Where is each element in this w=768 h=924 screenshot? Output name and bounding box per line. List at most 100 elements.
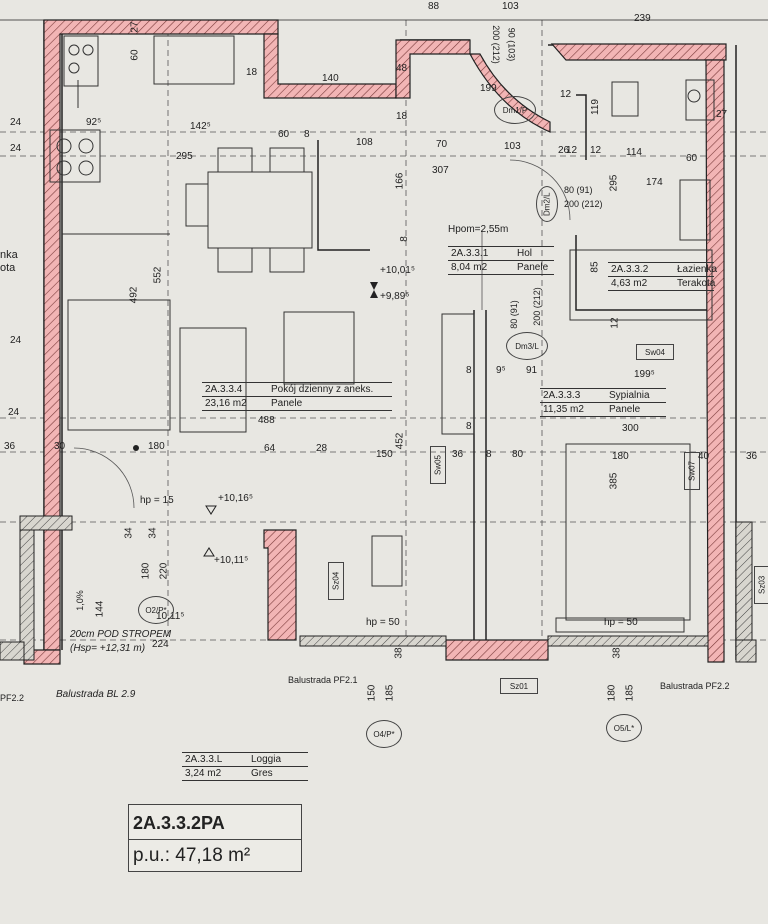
dimension-label: 92⁵ bbox=[86, 117, 102, 128]
room-finish: Gres bbox=[251, 768, 273, 779]
room-area: 8,04 m2 bbox=[451, 262, 488, 273]
dimension-label: 12 bbox=[590, 145, 602, 156]
dimension-label: 307 bbox=[432, 165, 449, 176]
dimension-label: 174 bbox=[646, 177, 663, 188]
apartment-title-box: 2A.3.3.2PA p.u.: 47,18 m² bbox=[128, 804, 302, 872]
elevation-label: +10,01⁵ bbox=[380, 265, 416, 276]
door-swings bbox=[73, 159, 571, 509]
dimension-label: 142⁵ bbox=[190, 121, 211, 132]
room-name: Sypialnia bbox=[609, 390, 650, 401]
dimension-label: 60 bbox=[686, 153, 698, 164]
hp-label: hp = 50 bbox=[366, 617, 400, 628]
dimension-label: 70 bbox=[436, 139, 448, 150]
elevation-label: +10,11⁵ bbox=[214, 555, 249, 566]
elevation-label: +10,16⁵ bbox=[218, 493, 254, 504]
door-dimension: 80 (91) bbox=[564, 185, 593, 195]
dimension-label: 27 bbox=[716, 109, 728, 120]
door-dimension: 90 (103) bbox=[506, 27, 517, 62]
dimension-label: 24 bbox=[10, 143, 22, 154]
dimension-label: 180 bbox=[606, 684, 618, 702]
dimension-label: 24 bbox=[8, 407, 20, 418]
dimension-label: 220 bbox=[158, 562, 170, 580]
dimension-label: 224 bbox=[152, 639, 169, 650]
window-tag-o5: O5/L* bbox=[606, 714, 642, 742]
title-divider bbox=[129, 839, 301, 840]
dimension-label: 34 bbox=[123, 527, 135, 539]
dining-table bbox=[185, 147, 313, 273]
parapet-walls bbox=[0, 515, 757, 663]
dimension-label: 91 bbox=[526, 365, 538, 376]
dimension-label: 488 bbox=[258, 415, 275, 426]
room-name: Łazienka bbox=[677, 264, 718, 275]
dimension-label: 36 bbox=[452, 449, 464, 460]
window-tag-sz03: Sz03 bbox=[754, 566, 768, 604]
dimension-label: 85 bbox=[589, 261, 601, 273]
dimension-label: 60 bbox=[278, 129, 290, 140]
bed bbox=[555, 443, 691, 633]
door-dimension: 200 (212) bbox=[490, 25, 501, 64]
hp-label: hp = 50 bbox=[604, 617, 638, 628]
dimension-label: 8 bbox=[304, 129, 310, 140]
dimension-label: 64 bbox=[264, 443, 276, 454]
room-label-sypialnia: 2A.3.3.3 Sypialnia 11,35 m2 Panele bbox=[540, 388, 666, 417]
dimension-label: 150 bbox=[366, 684, 378, 702]
area-value: 47,18 m² bbox=[175, 845, 251, 866]
dimension-label: 103 bbox=[502, 1, 519, 12]
door-tag-dm3: Dm3/L bbox=[506, 332, 548, 360]
dimension-label: 166 bbox=[394, 172, 406, 190]
dimension-label: 185 bbox=[384, 684, 396, 702]
dimension-label: 18 bbox=[396, 111, 408, 122]
dimension-label: 150 bbox=[376, 449, 393, 460]
railing-label: Balustrada PF2.1 bbox=[288, 675, 358, 685]
room-code: 2A.3.3.3 bbox=[543, 390, 581, 401]
living-furniture bbox=[67, 299, 475, 587]
window-tag-sw04: Sw04 bbox=[636, 344, 674, 360]
room-finish: Panele bbox=[609, 404, 641, 415]
room-area: 4,63 m2 bbox=[611, 278, 648, 289]
elevation-markers bbox=[133, 282, 378, 557]
dimension-label: 180 bbox=[612, 451, 629, 462]
dimension-label: 114 bbox=[626, 147, 642, 158]
dimension-label: 12 bbox=[609, 317, 621, 329]
ceiling-note-line2: (Hsp= +12,31 m) bbox=[70, 643, 146, 654]
room-finish: Terakota bbox=[677, 278, 716, 289]
dimension-label: 119 bbox=[589, 99, 601, 115]
dimension-label: 26 bbox=[558, 145, 570, 156]
dimension-label: 18 bbox=[246, 67, 258, 78]
dimension-label: 144 bbox=[94, 600, 106, 618]
dimension-label: 9⁵ bbox=[496, 365, 506, 376]
partial-room-line2: ota bbox=[0, 262, 16, 274]
dimension-label: 24 bbox=[10, 117, 22, 128]
room-area: 11,35 m2 bbox=[543, 404, 584, 415]
dimension-label: 140 bbox=[322, 73, 339, 84]
railing-label: Balustrada PF2.2 bbox=[660, 681, 730, 691]
dimension-label: 103 bbox=[504, 141, 521, 152]
room-area: 3,24 m2 bbox=[185, 768, 222, 779]
dimension-label: 88 bbox=[428, 1, 440, 12]
hp-label: hp = 15 bbox=[140, 495, 174, 506]
dimension-label: 28 bbox=[316, 443, 328, 454]
bathroom-fixtures bbox=[569, 79, 715, 321]
dimension-label: 40 bbox=[698, 451, 710, 462]
dimension-label: 12 bbox=[566, 145, 578, 156]
dimension-label: 239 bbox=[634, 13, 651, 24]
dimension-label: 199 bbox=[480, 83, 497, 94]
dimension-label: 30 bbox=[54, 441, 66, 452]
window-tag-sw05: Sw05 bbox=[430, 446, 446, 484]
railing-label: PF2.2 bbox=[0, 693, 25, 703]
slope-label: 1,0% bbox=[74, 590, 85, 611]
door-dimension: 200 (212) bbox=[564, 199, 603, 209]
dimension-label: 8 bbox=[466, 421, 472, 432]
area-label: p.u.: bbox=[133, 845, 170, 866]
dimension-label: 180 bbox=[140, 562, 152, 580]
window-tag-sz01: Sz01 bbox=[500, 678, 538, 694]
door-tag-dm1: Dm1/P bbox=[494, 96, 536, 124]
door-dimension: 200 (212) bbox=[531, 287, 542, 326]
dimension-label: 8 bbox=[466, 365, 472, 376]
dimension-label: 552 bbox=[152, 266, 164, 284]
apartment-code: 2A.3.3.2PA bbox=[133, 813, 225, 833]
room-code: 2A.3.3.4 bbox=[205, 384, 243, 395]
window-tag-o4: O4/P* bbox=[366, 720, 402, 748]
